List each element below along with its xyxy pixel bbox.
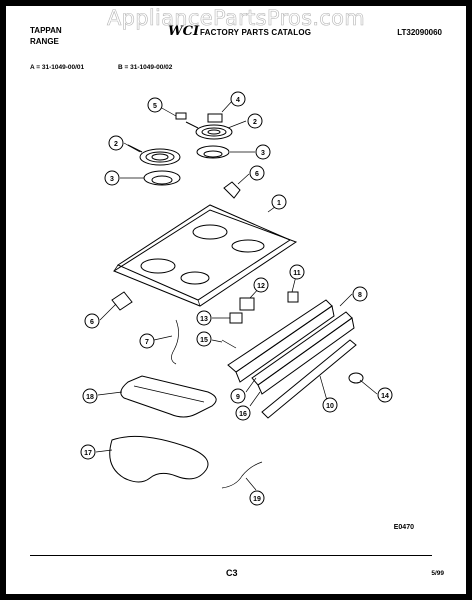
hinge-bracket [223, 181, 241, 199]
svg-text:19: 19 [253, 496, 261, 503]
trim-strip-10 [261, 339, 357, 419]
svg-text:1: 1 [277, 200, 281, 207]
svg-text:8: 8 [358, 292, 362, 299]
svg-text:16: 16 [239, 411, 247, 418]
cooktop-panel [112, 204, 298, 307]
svg-text:3: 3 [110, 176, 114, 183]
callout-6b: 6 [84, 313, 100, 329]
figure-reference: E0470 [393, 524, 414, 531]
callout-13: 13 [196, 310, 212, 326]
callout-19: 19 [249, 490, 265, 506]
callout-9: 9 [230, 388, 246, 404]
brand-line1: TAPPAN [30, 26, 62, 35]
svg-text:13: 13 [200, 316, 208, 323]
wire-19 [221, 461, 263, 489]
callout-18: 18 [82, 388, 98, 404]
svg-text:6: 6 [90, 319, 94, 326]
knob-14 [348, 372, 364, 384]
svg-text:15: 15 [200, 337, 208, 344]
catalog-title: FACTORY PARTS CATALOG [200, 28, 312, 37]
svg-text:3: 3 [261, 150, 265, 157]
wire-15 [221, 339, 237, 349]
svg-text:7: 7 [145, 339, 149, 346]
wire-harness-7 [171, 319, 179, 365]
watermark: AppliancePartsPros.com [106, 6, 366, 31]
leader-lines [95, 99, 378, 491]
callout-5: 5 [147, 97, 163, 113]
callout-2b: 2 [247, 113, 263, 129]
svg-text:5: 5 [153, 103, 157, 110]
svg-text:14: 14 [381, 393, 389, 400]
svg-text:10: 10 [326, 403, 334, 410]
callout-6: 6 [249, 165, 265, 181]
callout-4: 4 [230, 91, 246, 107]
callout-11: 11 [289, 264, 305, 280]
callout-8: 8 [352, 286, 368, 302]
model-code-a: A = 31-1049-00/01 [30, 64, 85, 71]
callout-16: 16 [235, 405, 251, 421]
wci-logo: WCI [168, 24, 200, 39]
svg-text:2: 2 [253, 119, 257, 126]
bake-element-18 [120, 375, 217, 418]
control-panel-8 [251, 311, 355, 395]
switch-12 [239, 297, 255, 311]
svg-text:17: 17 [84, 450, 92, 457]
svg-text:9: 9 [236, 394, 240, 401]
callout-15: 15 [196, 331, 212, 347]
callout-10: 10 [322, 397, 338, 413]
svg-text:12: 12 [257, 283, 265, 290]
bracket-left [111, 291, 133, 311]
callout-17: 17 [80, 444, 96, 460]
callout-3b: 3 [255, 144, 271, 160]
drip-bowl-left [143, 170, 181, 186]
indicator-11 [287, 291, 299, 303]
small-clip [175, 112, 187, 120]
svg-text:6: 6 [255, 171, 259, 178]
svg-text:2: 2 [114, 141, 118, 148]
callout-14: 14 [377, 387, 393, 403]
callout-7: 7 [139, 333, 155, 349]
svg-text:4: 4 [236, 97, 240, 104]
model-code-b: B = 31-1049-00/02 [118, 64, 173, 71]
broil-element-17 [109, 435, 209, 483]
control-panel-9 [227, 299, 335, 383]
brand-line2: RANGE [30, 37, 59, 46]
surface-element-left [127, 144, 181, 166]
surface-element-right [185, 121, 233, 140]
callout-2: 2 [108, 135, 124, 151]
part-number: LT32090060 [397, 28, 442, 37]
page-number: C3 [226, 568, 238, 578]
svg-text:18: 18 [86, 394, 94, 401]
catalog-date: 5/99 [431, 570, 444, 577]
switch-13 [229, 312, 243, 324]
callout-3: 3 [104, 170, 120, 186]
receptacle-block [207, 113, 223, 123]
callout-1: 1 [271, 194, 287, 210]
drip-bowl-right [196, 145, 230, 159]
svg-text:11: 11 [293, 270, 301, 277]
footer-rule [30, 555, 432, 556]
callout-12: 12 [253, 277, 269, 293]
